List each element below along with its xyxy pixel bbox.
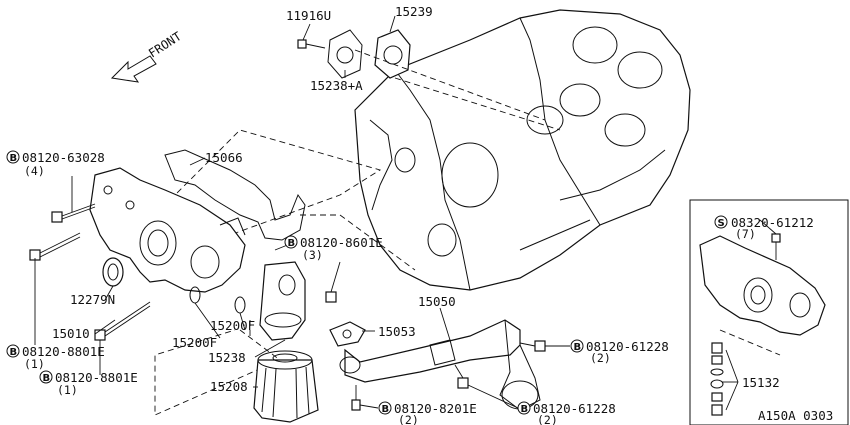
qty-08120-8801e-2: (1): [57, 383, 78, 397]
bolt-63028: [51, 203, 96, 223]
diagram-code: A150A 0303: [758, 408, 833, 423]
bolt-61228-a: [519, 340, 546, 352]
label-08120-8801e-2: 08120-8801E: [55, 370, 138, 385]
callout-63028: B 08120-63028 (4): [6, 150, 105, 178]
oil-strainer-15050: [339, 319, 541, 411]
label-15208: 15208: [210, 379, 248, 394]
label-08320-61212: 08320-61212: [731, 215, 814, 230]
front-arrow: FRONT: [110, 29, 184, 83]
gasket-15053: [329, 321, 366, 347]
label-08120-61228-b: 08120-61228: [533, 401, 616, 416]
label-15053: 15053: [378, 324, 416, 339]
bolt-61228-b: [454, 364, 469, 389]
label-15200f-a: 15200F: [210, 318, 255, 333]
front-label: FRONT: [146, 29, 184, 60]
qty-08120-8601e: (3): [302, 248, 323, 262]
callout-61228-b: B 08120-61228 (2): [517, 401, 616, 425]
label-08120-61228-a: 08120-61228: [586, 339, 669, 354]
cover-15239: [374, 29, 411, 79]
label-08120-8601e: 08120-8601E: [300, 235, 383, 250]
qty-08120-61228-a: (2): [590, 351, 611, 365]
oil-filter-bracket: [259, 261, 306, 341]
label-08120-8801e-1: 08120-8801E: [22, 344, 105, 359]
qty-08320-61212: (7): [735, 227, 756, 241]
bolt-symbol-8801e-1: B: [10, 347, 18, 358]
oil-filter-15208: [253, 350, 319, 423]
qty-08120-63028: (4): [24, 164, 45, 178]
label-15050: 15050: [418, 294, 456, 309]
relief-valve-parts: [710, 342, 724, 416]
callout-61228-a: B 08120-61228 (2): [570, 339, 669, 365]
bolt-symbol-63028: B: [10, 153, 18, 164]
callout-8201e: B 08120-8201E (2): [378, 401, 477, 425]
oring-15200f-a: [234, 296, 246, 314]
seal-12279n: [102, 257, 124, 287]
bolt-8801e-lower: [94, 301, 151, 341]
bolt-symbol-8201e: B: [382, 404, 390, 415]
engine-block: [354, 9, 691, 291]
label-15200f-b: 15200F: [172, 335, 217, 350]
label-15238: 15238: [208, 350, 246, 365]
callout-8801e-2: B 08120-8801E (1): [39, 370, 138, 397]
screw-symbol-61212: S: [718, 218, 725, 229]
bolt-symbol-8601e: B: [288, 238, 296, 249]
gasket-15066: [164, 149, 306, 241]
qty-08120-8201e: (2): [398, 413, 419, 425]
inset-box: [689, 199, 849, 425]
bolt-symbol-61228-b: B: [521, 404, 529, 415]
bolt-symbol-61228-a: B: [574, 342, 582, 353]
bolt-symbol-8801e-2: B: [43, 373, 51, 384]
label-08120-8201e: 08120-8201E: [394, 401, 477, 416]
callout-8601e: B 08120-8601E (3): [284, 235, 383, 262]
label-11916u: 11916U: [286, 8, 331, 23]
qty-08120-8801e-1: (1): [24, 357, 45, 371]
oil-pump-body: [89, 167, 246, 293]
callout-61212: S 08320-61212 (7): [714, 215, 814, 241]
label-08120-63028: 08120-63028: [22, 150, 105, 165]
label-15238a: 15238+A: [310, 78, 363, 93]
callout-8801e-1: B 08120-8801E (1): [6, 344, 105, 371]
label-15132: 15132: [742, 375, 780, 390]
bolt-8801e-long: [29, 232, 81, 261]
label-15066: 15066: [205, 150, 243, 165]
gasket-15238a: [327, 29, 363, 79]
bolt-11916u: [297, 39, 326, 49]
qty-08120-61228-b: (2): [537, 413, 558, 425]
bolt-8601e: [325, 261, 341, 303]
bolt-8201e: [351, 385, 361, 411]
label-15239: 15239: [395, 4, 433, 19]
label-15010: 15010: [52, 326, 90, 341]
label-12279n: 12279N: [70, 292, 115, 307]
